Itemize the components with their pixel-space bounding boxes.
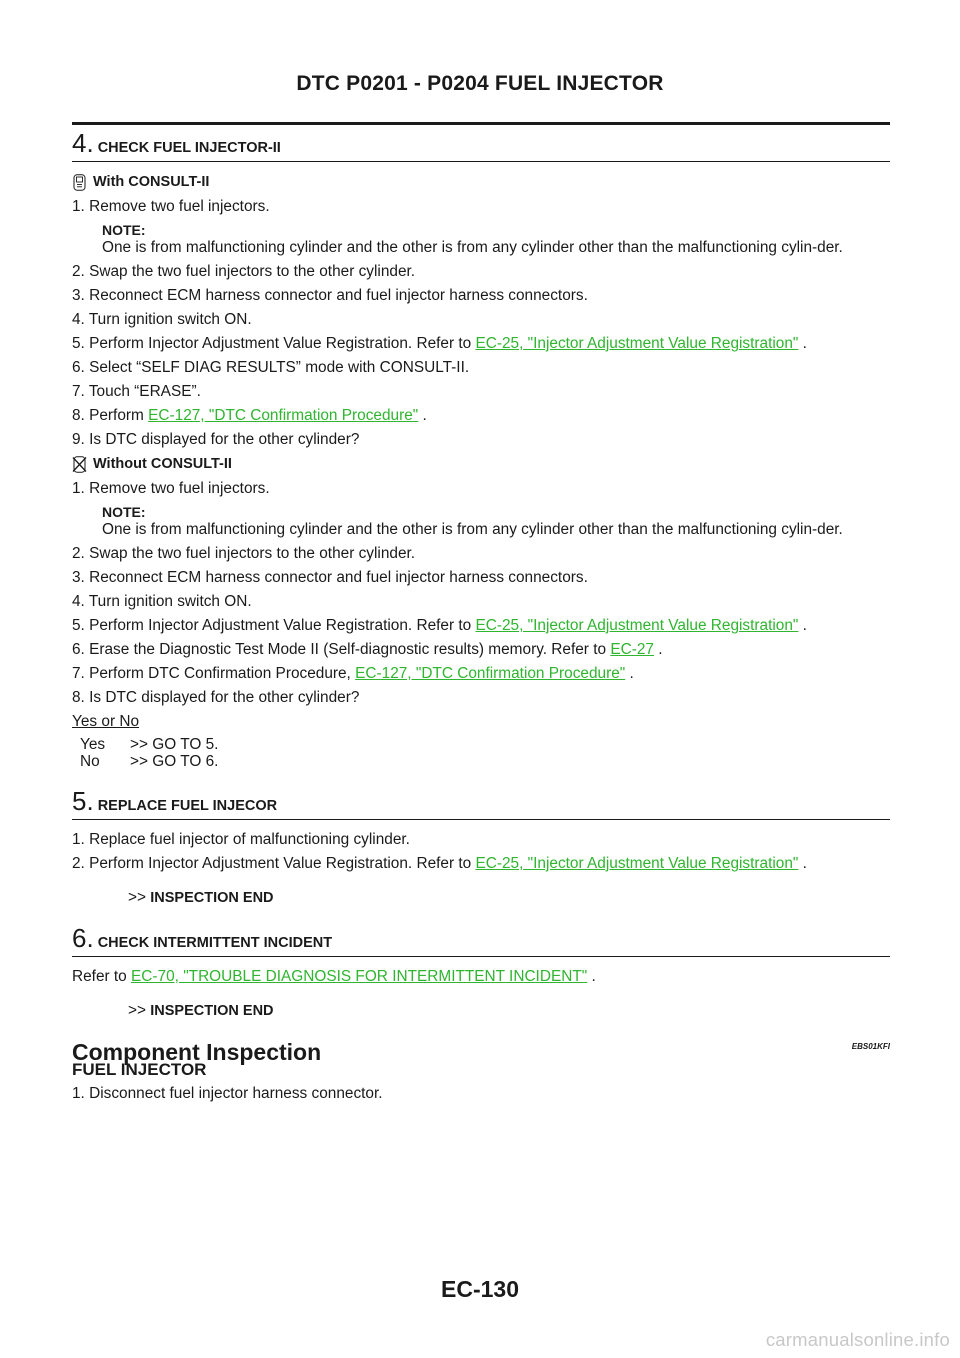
- end-prefix: >>: [128, 889, 146, 906]
- item-text: 6. Erase the Diagnostic Test Mode II (Se…: [72, 641, 607, 658]
- yesno-row: No >> GO TO 6.: [72, 753, 890, 770]
- without-consult-heading: Without CONSULT-II: [72, 455, 890, 473]
- step-title: CHECK INTERMITTENT INCIDENT: [97, 935, 333, 951]
- yesno-key: No: [80, 753, 100, 770]
- end-prefix: >>: [128, 1002, 146, 1019]
- list-item: 2. Swap the two fuel injectors to the ot…: [72, 263, 416, 280]
- injector-adjustment-link[interactable]: EC-25, "Injector Adjustment Value Regist…: [475, 855, 799, 872]
- yesno-value: >> GO TO 5.: [130, 736, 219, 753]
- injector-adjustment-link[interactable]: EC-25, "Injector Adjustment Value Regist…: [475, 335, 799, 352]
- inspection-end: >> INSPECTION END: [72, 1002, 890, 1020]
- step-title: CHECK FUEL INJECTOR-II: [97, 140, 281, 156]
- page-number: EC-130: [441, 1276, 519, 1302]
- list-item: 4. Turn ignition switch ON.: [72, 593, 252, 610]
- list-item: 5. Perform Injector Adjustment Value Reg…: [72, 617, 890, 635]
- yesno-value: >> GO TO 6.: [130, 753, 219, 770]
- item-text: 7. Perform DTC Confirmation Procedure,: [72, 665, 351, 682]
- injector-adjustment-link[interactable]: EC-25, "Injector Adjustment Value Regist…: [475, 617, 799, 634]
- no-consult-tool-icon: [72, 455, 87, 473]
- note-text: One is from malfunctioning cylinder and …: [102, 521, 843, 538]
- period: .: [802, 855, 807, 872]
- dtc-confirmation-link[interactable]: EC-127, "DTC Confirmation Procedure": [355, 665, 626, 682]
- period: .: [658, 641, 663, 658]
- list-item: 7. Touch “ERASE”.: [72, 383, 201, 400]
- item-text: Refer to: [72, 968, 127, 985]
- consult-tool-icon: [73, 173, 86, 191]
- with-consult-heading: With CONSULT-II: [72, 173, 890, 191]
- step-title: REPLACE FUEL INJECOR: [97, 798, 278, 814]
- step-number: 4.: [72, 128, 94, 158]
- end-text: INSPECTION END: [150, 1003, 274, 1019]
- period: .: [591, 968, 596, 985]
- step-number: 5.: [72, 786, 94, 816]
- list-item: 1. Replace fuel injector of malfunctioni…: [72, 831, 410, 848]
- list-item: 6. Select “SELF DIAG RESULTS” mode with …: [72, 359, 470, 376]
- section-code: EBS01KFI: [851, 1042, 890, 1051]
- list-item: 3. Reconnect ECM harness connector and f…: [72, 287, 588, 304]
- header-rule: [72, 122, 890, 125]
- intermittent-incident-link[interactable]: EC-70, "TROUBLE DIAGNOSIS FOR INTERMITTE…: [131, 968, 588, 985]
- watermark: carmanualsonline.info: [765, 1329, 950, 1350]
- item-text: 5. Perform Injector Adjustment Value Reg…: [72, 617, 472, 634]
- period: .: [422, 407, 427, 424]
- component-inspection-heading: Component Inspection EBS01KFI: [72, 1038, 890, 1065]
- step-5-header: 5. REPLACE FUEL INJECOR: [72, 788, 890, 820]
- page-title: DTC P0201 - P0204 FUEL INJECTOR: [296, 72, 664, 95]
- end-text: INSPECTION END: [150, 890, 274, 906]
- item-text: 5. Perform Injector Adjustment Value Reg…: [72, 335, 472, 352]
- yesno-key: Yes: [80, 736, 106, 753]
- list-item: Refer to EC-70, "TROUBLE DIAGNOSIS FOR I…: [72, 968, 890, 986]
- item-text: 8. Perform: [72, 407, 144, 424]
- period: .: [802, 617, 807, 634]
- list-item: 2. Swap the two fuel injectors to the ot…: [72, 545, 416, 562]
- step-6-header: 6. CHECK INTERMITTENT INCIDENT: [72, 925, 890, 957]
- list-item: 6. Erase the Diagnostic Test Mode II (Se…: [72, 641, 890, 659]
- period: .: [629, 665, 634, 682]
- list-item: 2. Perform Injector Adjustment Value Reg…: [72, 855, 890, 873]
- fuel-injector-subtitle: FUEL INJECTOR: [72, 1060, 207, 1079]
- list-item: 1. Remove two fuel injectors.: [72, 480, 270, 497]
- list-item: 1. Remove two fuel injectors.: [72, 198, 270, 215]
- step-number: 6.: [72, 923, 94, 953]
- list-item: 8. Is DTC displayed for the other cylind…: [72, 689, 360, 706]
- list-item: 9. Is DTC displayed for the other cylind…: [72, 431, 360, 448]
- section-title: Component Inspection: [72, 1039, 322, 1065]
- list-item: 4. Turn ignition switch ON.: [72, 311, 252, 328]
- note-text: One is from malfunctioning cylinder and …: [102, 239, 843, 256]
- step-4-header: 4. CHECK FUEL INJECTOR-II: [72, 130, 890, 162]
- list-item: 8. Perform EC-127, "DTC Confirmation Pro…: [72, 407, 890, 425]
- list-item: 1. Disconnect fuel injector harness conn…: [72, 1085, 383, 1102]
- yes-or-no-label: Yes or No: [72, 713, 140, 730]
- note-label: NOTE:: [102, 504, 146, 520]
- ec-27-link[interactable]: EC-27: [610, 641, 654, 658]
- period: .: [802, 335, 807, 352]
- item-text: 2. Perform Injector Adjustment Value Reg…: [72, 855, 472, 872]
- list-item: 7. Perform DTC Confirmation Procedure, E…: [72, 665, 890, 683]
- with-consult-label: With CONSULT-II: [93, 174, 210, 190]
- without-consult-label: Without CONSULT-II: [93, 456, 232, 472]
- list-item: 5. Perform Injector Adjustment Value Reg…: [72, 335, 890, 353]
- note-label: NOTE:: [102, 222, 146, 238]
- list-item: 3. Reconnect ECM harness connector and f…: [72, 569, 588, 586]
- note-block: NOTE: One is from malfunctioning cylinde…: [72, 221, 890, 257]
- yesno-row: Yes >> GO TO 5.: [72, 736, 890, 753]
- note-block: NOTE: One is from malfunctioning cylinde…: [72, 503, 890, 539]
- dtc-confirmation-link[interactable]: EC-127, "DTC Confirmation Procedure": [148, 407, 419, 424]
- inspection-end: >> INSPECTION END: [72, 889, 890, 907]
- page-content: 4. CHECK FUEL INJECTOR-II With CONSULT-I…: [72, 130, 890, 1109]
